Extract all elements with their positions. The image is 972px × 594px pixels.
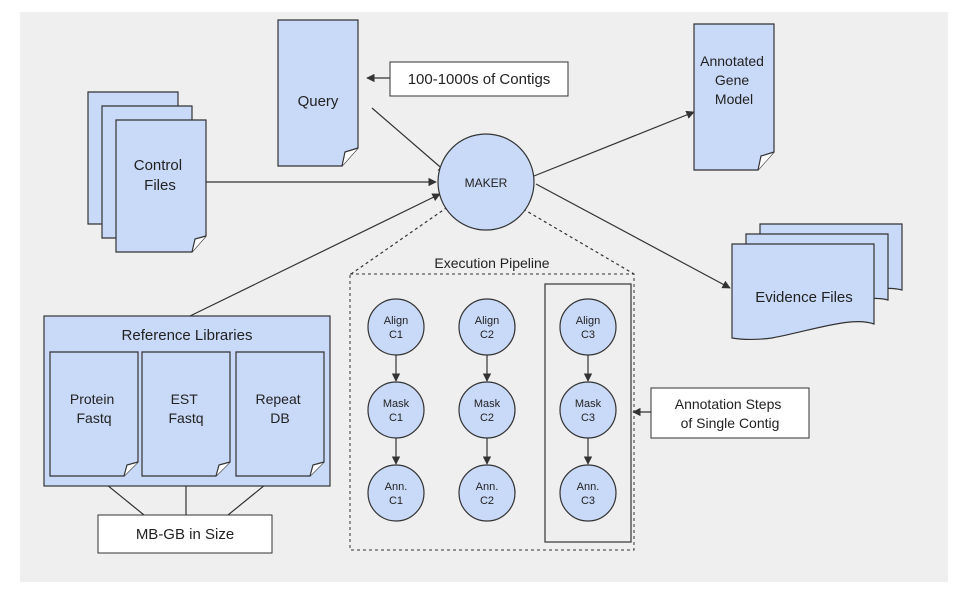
pipeline-step-label-line: C2 <box>480 329 494 341</box>
protein-fastq-label: Protein Fastq <box>70 391 118 426</box>
pipeline-step-circle <box>367 298 425 356</box>
pipeline-step-label-line: C3 <box>581 329 595 341</box>
maker-to-pipeline-left-dashed <box>350 203 453 275</box>
pipeline-step-ann-c3: Ann. C3 <box>559 464 617 522</box>
evidence-files-stack: Evidence Files <box>731 223 903 341</box>
size-label: MB-GB in Size <box>136 526 234 543</box>
repeat-db-label: Repeat DB <box>255 391 304 426</box>
query-document: Query <box>277 19 359 167</box>
control-files-line-2: Files <box>144 177 176 194</box>
pipeline-step-label-line: C2 <box>480 495 494 507</box>
pipeline-boundary <box>349 273 635 551</box>
annotated-gene-model-label: Annotated Gene Model <box>700 53 768 107</box>
reference-libraries-to-maker-arrow <box>189 193 441 317</box>
reference-libraries-title: Reference Libraries <box>122 327 253 344</box>
protein-line-1: Protein <box>70 391 114 407</box>
single-contig-group <box>544 283 632 543</box>
control-files-stack: Control Files <box>87 91 207 253</box>
pipeline-step-ann-c1: Ann. C1 <box>367 464 425 522</box>
annotation-steps-line-1: Annotation Steps <box>675 396 782 412</box>
maker-to-gene-model-arrow <box>533 110 695 177</box>
pipeline-step-label: Ann. C2 <box>476 481 499 507</box>
maker-to-evidence-files-arrow <box>535 183 731 289</box>
annotated-gene-model-document: Annotated Gene Model <box>693 23 775 171</box>
annotation-steps-label-box: Annotation Steps of Single Contig <box>650 387 810 439</box>
repeat-line-2: DB <box>270 410 289 426</box>
pipeline-step-label-line: C2 <box>480 412 494 424</box>
pipeline-step-label-line: Mask <box>474 398 501 410</box>
est-line-2: Fastq <box>168 410 203 426</box>
control-files-label: Control Files <box>134 157 187 194</box>
maker-to-pipeline-right-dashed <box>517 205 635 275</box>
est-fastq-document: EST Fastq <box>141 351 231 477</box>
pipeline-step-circle <box>458 381 516 439</box>
pipeline-step-label-line: Mask <box>383 398 410 410</box>
est-fastq-label: EST Fastq <box>168 391 203 426</box>
maker-node: MAKER <box>437 133 535 231</box>
pipeline-step-label-line: Ann. <box>577 481 600 493</box>
pipeline-step-label: Ann. C1 <box>385 481 408 507</box>
pipeline-step-circle <box>367 464 425 522</box>
gene-model-line-3: Model <box>715 91 753 107</box>
pipeline-step-circle <box>559 381 617 439</box>
contigs-label: 100-1000s of Contigs <box>408 71 551 88</box>
reference-libraries-panel: Reference Libraries Protein Fastq EST Fa… <box>43 315 331 487</box>
pipeline-step-label-line: Ann. <box>385 481 408 493</box>
annotation-steps-line-2: of Single Contig <box>681 415 780 431</box>
maker-label: MAKER <box>465 176 508 190</box>
pipeline-step-label-line: Align <box>576 315 600 327</box>
protein-line-2: Fastq <box>76 410 111 426</box>
query-to-maker-arrow <box>371 107 447 173</box>
contigs-label-box: 100-1000s of Contigs <box>389 61 569 97</box>
evidence-files-label: Evidence Files <box>755 289 853 306</box>
annotation-steps-label: Annotation Steps of Single Contig <box>675 396 786 431</box>
pipeline-step-label-line: C1 <box>389 329 403 341</box>
pipeline-step-label-line: C3 <box>581 495 595 507</box>
protein-fastq-document: Protein Fastq <box>49 351 139 477</box>
control-files-line-1: Control <box>134 157 182 174</box>
pipeline-step-label-line: Align <box>384 315 408 327</box>
pipeline-step-circle <box>458 464 516 522</box>
pipeline-step-label-line: Mask <box>575 398 602 410</box>
pipeline-step-label: Ann. C3 <box>577 481 600 507</box>
gene-model-line-2: Gene <box>715 72 749 88</box>
connectors <box>95 73 731 516</box>
est-line-1: EST <box>171 391 199 407</box>
query-label: Query <box>298 93 339 110</box>
repeat-db-document: Repeat DB <box>235 351 325 477</box>
pipeline-step-label-line: C3 <box>581 412 595 424</box>
pipeline-step-label-line: Align <box>475 315 499 327</box>
pipeline-step-ann-c2: Ann. C2 <box>458 464 516 522</box>
pipeline-step-circle <box>458 298 516 356</box>
pipeline-step-circle <box>559 298 617 356</box>
gene-model-line-1: Annotated <box>700 53 764 69</box>
size-label-box: MB-GB in Size <box>97 514 273 554</box>
pipeline-step-circle <box>367 381 425 439</box>
pipeline-step-circle <box>559 464 617 522</box>
pipeline-step-label-line: C1 <box>389 495 403 507</box>
pipeline-title: Execution Pipeline <box>434 255 549 271</box>
pipeline-step-label-line: Ann. <box>476 481 499 493</box>
repeat-line-1: Repeat <box>255 391 300 407</box>
pipeline-step-label-line: C1 <box>389 412 403 424</box>
